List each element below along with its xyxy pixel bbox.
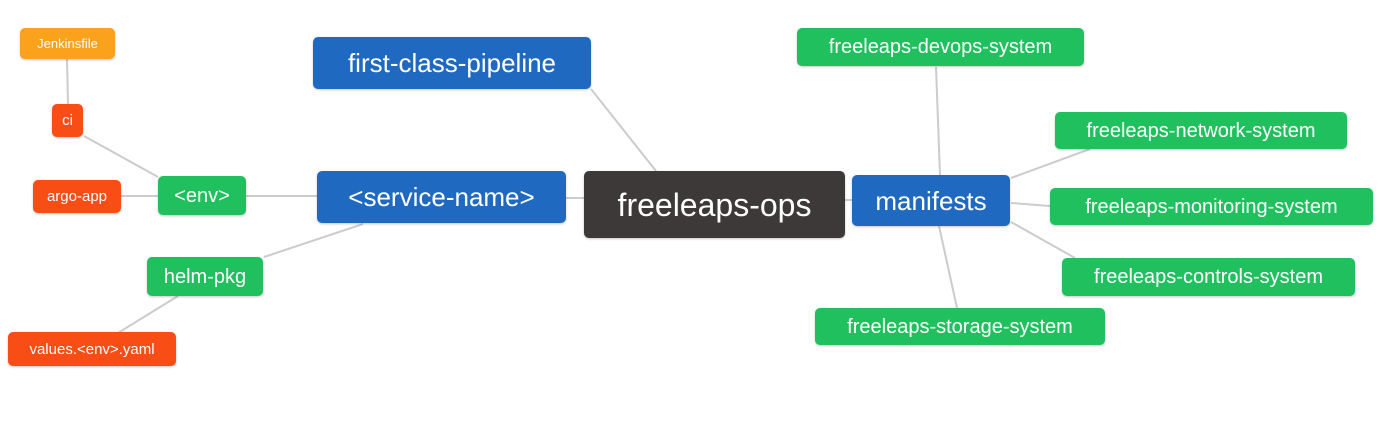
node-freeleaps-ops-root[interactable]: freeleaps-ops: [584, 171, 845, 238]
edge-pipeline-root: [590, 88, 657, 172]
edge-manifests-storage: [938, 225, 958, 309]
edge-ci-env: [83, 135, 159, 178]
node-freeleaps-storage-system[interactable]: freeleaps-storage-system: [815, 308, 1105, 345]
node-jenkinsfile[interactable]: Jenkinsfile: [20, 28, 115, 59]
node-freeleaps-controls-system[interactable]: freeleaps-controls-system: [1062, 258, 1355, 296]
edge-service-helm: [263, 223, 364, 258]
edge-jenkinsfile-ci: [66, 58, 69, 105]
node-helm-pkg[interactable]: helm-pkg: [147, 257, 263, 296]
edge-manifests-controls: [1010, 221, 1076, 259]
node-manifests[interactable]: manifests: [852, 175, 1010, 226]
edge-helm-values: [117, 295, 179, 334]
node-values-env-yaml[interactable]: values.<env>.yaml: [8, 332, 176, 366]
node-freeleaps-devops-system[interactable]: freeleaps-devops-system: [797, 28, 1084, 66]
node-ci[interactable]: ci: [52, 104, 83, 137]
edge-manifests-network: [1010, 148, 1091, 179]
node-first-class-pipeline[interactable]: first-class-pipeline: [313, 37, 591, 89]
edge-manifests-monitoring: [1010, 202, 1051, 207]
node-service-name[interactable]: <service-name>: [317, 171, 566, 223]
node-freeleaps-monitoring-system[interactable]: freeleaps-monitoring-system: [1050, 188, 1373, 225]
node-env[interactable]: <env>: [158, 176, 246, 215]
node-freeleaps-network-system[interactable]: freeleaps-network-system: [1055, 112, 1347, 149]
node-argo-app[interactable]: argo-app: [33, 180, 121, 213]
edge-manifests-devops: [935, 66, 941, 176]
